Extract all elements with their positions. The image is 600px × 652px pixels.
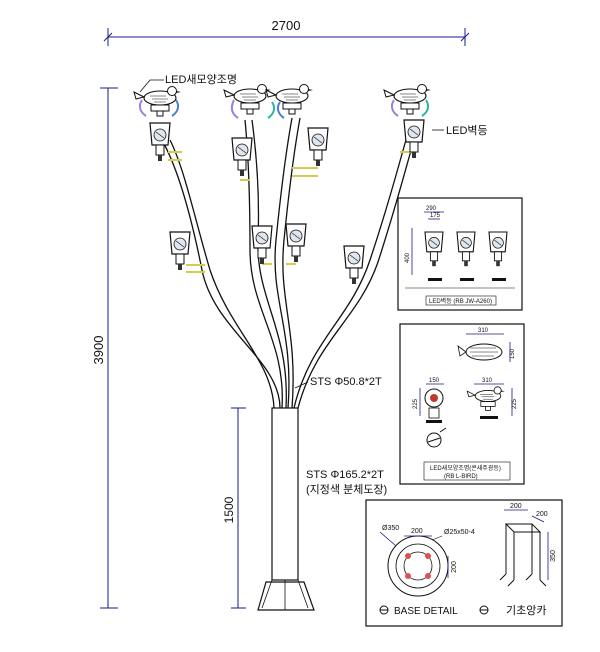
bird-light-detail xyxy=(399,323,525,485)
pole-height-dimension xyxy=(231,407,246,609)
main-pole xyxy=(257,407,315,611)
wall-light-dim-height: 400 xyxy=(405,252,411,263)
wall-lamp xyxy=(149,122,171,162)
bird-caption-line2: (RB L-BIRD) xyxy=(444,474,478,480)
pole-height-dimension-label: 1500 xyxy=(222,496,236,523)
wall-light-caption: LED벽등 (RB JW-A260) xyxy=(429,297,492,305)
wall-lamp xyxy=(285,223,307,263)
bird-side-dim-w: 310 xyxy=(482,378,493,384)
anchor-top-dim: 200 xyxy=(510,503,522,510)
bird-glow xyxy=(138,99,430,119)
base-bolt-spacing-label: 200 xyxy=(411,528,423,535)
wall-lamp xyxy=(343,245,365,285)
anchor-height-dim: 350 xyxy=(550,550,557,562)
width-dimension xyxy=(103,28,470,46)
wall-light-dim-a: 290 xyxy=(426,206,437,212)
anchor-caption: 기초앙카 xyxy=(506,604,546,617)
height-dimension-label: 3900 xyxy=(91,336,106,365)
bird-side-dim-h: 225 xyxy=(512,398,518,409)
base-detail-caption: BASE DETAIL xyxy=(394,606,458,617)
main-pole-finish-label: (지정색 분체도장) xyxy=(306,483,387,496)
base-bolt-spec-label: Ø25x50-4 xyxy=(444,529,475,536)
wall-light-detail xyxy=(397,197,523,311)
base-diameter-label: Ø350 xyxy=(382,525,399,532)
base-detail-box xyxy=(365,499,563,627)
bird-top-dim-w: 310 xyxy=(478,328,489,334)
branch-pipe-label: STS Φ50.8*2T xyxy=(310,376,382,388)
callout-lines xyxy=(139,79,444,389)
wall-lamp xyxy=(251,225,273,265)
width-dimension-label: 2700 xyxy=(272,18,301,33)
lamp-arms xyxy=(168,151,412,273)
base-bolt-spacing-v-label: 200 xyxy=(451,561,458,573)
wall-lamp xyxy=(307,127,329,167)
bird-light xyxy=(383,83,432,115)
wall-light-label: LED벽등 xyxy=(446,124,488,137)
anchor-detail xyxy=(479,509,549,615)
bird-front-dim-h: 225 xyxy=(413,398,419,409)
bird-light xyxy=(265,83,314,115)
anchor-diag-dim: 200 xyxy=(536,511,548,518)
main-pole-label: STS Φ165.2*2T xyxy=(306,469,384,481)
bird-caption-line1: LED새모양조명(콘새주광등) xyxy=(430,464,501,472)
bird-light-label: LED새모양조명 xyxy=(165,73,237,86)
height-dimension xyxy=(100,87,118,609)
wall-light-dim-b: 175 xyxy=(430,213,441,219)
bird-front-dim-w: 150 xyxy=(429,378,440,384)
bird-top-dim-h: 150 xyxy=(510,348,516,359)
